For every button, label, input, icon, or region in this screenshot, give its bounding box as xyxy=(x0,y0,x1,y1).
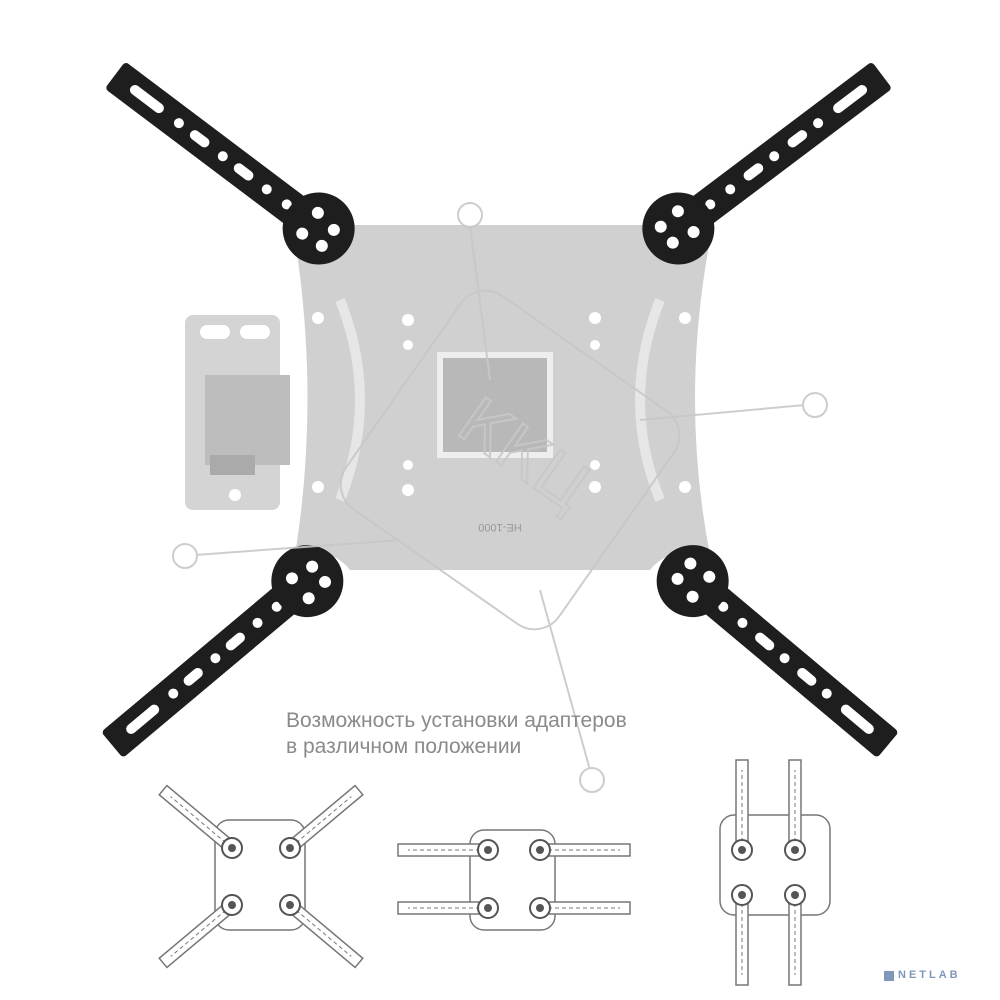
diagram-diagonal xyxy=(155,781,367,972)
logo-text: NETLAB xyxy=(898,969,961,981)
caption-line-2: в различном положении xyxy=(286,735,522,758)
arm-top-right xyxy=(627,46,904,279)
netlab-logo: NETLAB xyxy=(884,969,961,981)
diagram-horizontal xyxy=(397,829,631,931)
caption: Возможность установки адаптеров в различ… xyxy=(286,708,627,760)
caption-line-1: Возможность установки адаптеров xyxy=(286,709,627,732)
logo-square-icon xyxy=(884,971,894,981)
arm-bottom-right xyxy=(641,530,912,773)
arm-top-left xyxy=(93,46,370,279)
tv-plate: HE-1000 xyxy=(295,225,710,570)
diagram-vertical xyxy=(719,759,831,986)
wall-plate xyxy=(185,315,290,510)
plate-marking: HE-1000 xyxy=(478,521,521,533)
